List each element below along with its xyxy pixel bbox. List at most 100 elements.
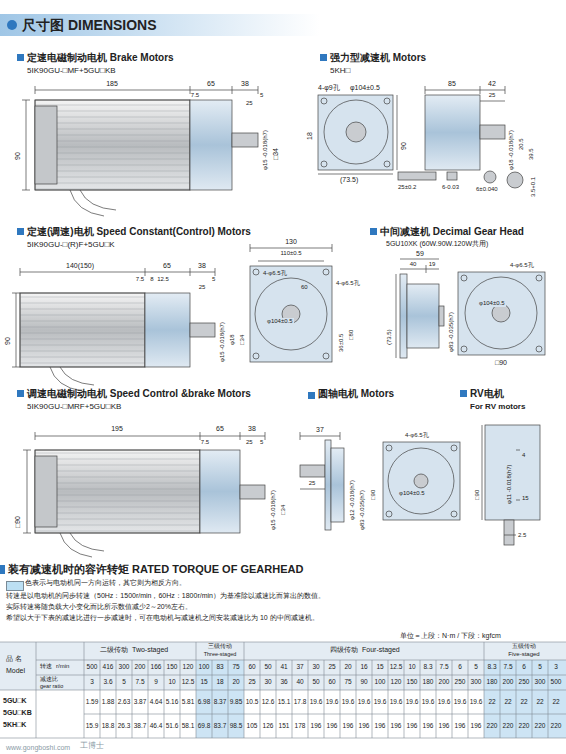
model-name: 5KH□K bbox=[3, 721, 26, 729]
legend-swatch bbox=[6, 581, 24, 591]
table-cell: 300 bbox=[471, 678, 482, 685]
dimension-label: φ15 -0.018(h7) bbox=[219, 322, 226, 362]
torque-value: 151 bbox=[279, 722, 290, 729]
table-cell: 150 bbox=[167, 663, 178, 670]
table-cell: 5 bbox=[474, 663, 478, 670]
table-cell: 41 bbox=[280, 663, 287, 670]
table-cell: 18 bbox=[216, 678, 223, 685]
torque-value: 220 bbox=[535, 722, 546, 729]
section-heading: 装有减速机时的容许转矩 RATED TORQUE OF GEARHEAD bbox=[8, 563, 303, 576]
dimension-label: □90 bbox=[495, 359, 507, 367]
table-cell: 20 bbox=[344, 663, 351, 670]
section-heading: 调速电磁制动电机 Speed Control &brake Motors bbox=[27, 388, 251, 400]
table-cell: 500 bbox=[551, 678, 562, 685]
torque-value: 22 bbox=[488, 698, 495, 705]
dimension-label: 15 bbox=[522, 495, 529, 502]
dimension-label: φ15 -0.018(h7) bbox=[262, 130, 269, 170]
table-cell: 15 bbox=[376, 663, 383, 670]
dimension-label: 7.5 bbox=[191, 92, 199, 99]
torque-value: 6.98 bbox=[198, 698, 211, 705]
dimension-label: 185 bbox=[106, 80, 118, 88]
torque-value: 5.16 bbox=[166, 698, 179, 705]
section-heading: For RV motors bbox=[470, 402, 525, 411]
torque-value: 196 bbox=[407, 722, 418, 729]
torque-value: 18.8 bbox=[102, 722, 115, 729]
torque-value: 196 bbox=[471, 722, 482, 729]
dimension-label: 4-φ9孔 bbox=[318, 84, 340, 92]
torque-value: 196 bbox=[327, 722, 338, 729]
torque-value: 3.87 bbox=[134, 698, 147, 705]
torque-value: 19.6 bbox=[374, 698, 387, 705]
dimension-label: 60 bbox=[300, 284, 309, 291]
section-heading: 定速电磁制动电机 Brake Motors bbox=[27, 52, 174, 64]
table-cell: 83 bbox=[216, 663, 223, 670]
torque-value: 26.3 bbox=[118, 722, 131, 729]
table-cell: 180 bbox=[423, 678, 434, 685]
dimension-label: 90 bbox=[4, 337, 12, 345]
table-cell: 3 bbox=[554, 663, 558, 670]
watermark: 工博士 bbox=[80, 741, 104, 750]
table-cell: 25 bbox=[328, 663, 335, 670]
table-cell: 30 bbox=[312, 663, 319, 670]
dimension-label: 40 bbox=[410, 261, 417, 268]
dimension-label: 65 bbox=[163, 262, 171, 270]
dimension-label: 140(150) bbox=[66, 262, 94, 270]
dimension-label: 25±0.2 bbox=[398, 184, 416, 191]
table-header: 品 名 bbox=[6, 655, 22, 663]
dimension-label: φ18 bbox=[229, 334, 236, 345]
torque-value: 196 bbox=[455, 722, 466, 729]
dimension-label: 4-φ6.5孔 bbox=[262, 270, 288, 277]
dimension-label: φ83 -0.035(h7) bbox=[448, 312, 455, 352]
torque-value: 19.6 bbox=[310, 698, 323, 705]
table-cell: 15 bbox=[200, 678, 207, 685]
table-cell: 8.3 bbox=[423, 663, 432, 670]
table-header: 四级传动 bbox=[330, 646, 358, 654]
torque-value: 2.63 bbox=[118, 698, 131, 705]
table-cell: 5 bbox=[122, 678, 126, 685]
torque-value: 220 bbox=[551, 722, 562, 729]
table-cell: 90 bbox=[360, 678, 367, 685]
dimension-label: □34 bbox=[239, 335, 246, 345]
table-header: 转速 bbox=[40, 663, 52, 670]
torque-value: 22 bbox=[520, 698, 527, 705]
table-cell: 60 bbox=[248, 663, 255, 670]
table-cell: 6 bbox=[458, 663, 462, 670]
dimension-label: 19 bbox=[429, 261, 436, 268]
table-cell: 37 bbox=[296, 663, 303, 670]
torque-value: 196 bbox=[375, 722, 386, 729]
dimension-label: 5GU10XK (60W.90W.120W共用) bbox=[386, 240, 488, 248]
dimension-label: φ83 -0.035(h7) bbox=[359, 490, 366, 530]
torque-value: 19.6 bbox=[326, 698, 339, 705]
dimension-label: 8 bbox=[150, 276, 153, 283]
torque-value: 126 bbox=[263, 722, 274, 729]
dimension-label: φ11 -0.018(h7) bbox=[506, 464, 513, 505]
torque-value: 19.6 bbox=[358, 698, 371, 705]
torque-value: 19.6 bbox=[470, 698, 483, 705]
note-text: 转速是以电动机的同步转速（50Hz：1500r/min，60Hz：1800r/m… bbox=[6, 592, 325, 600]
table-header: gear ratio bbox=[40, 683, 63, 689]
table-cell: 500 bbox=[87, 663, 98, 670]
dimension-label: 2.5 bbox=[518, 532, 526, 539]
section-heading: 圆轴电机 Motors bbox=[318, 388, 394, 400]
dimension-label: 6±0.040 bbox=[476, 186, 498, 193]
table-cell: 250 bbox=[455, 678, 466, 685]
note-text: 实际转速将随负载大小变化而比所示数值减少2～20%左右。 bbox=[6, 603, 192, 611]
dimension-label: □90 bbox=[14, 516, 22, 528]
torque-value: 22 bbox=[504, 698, 511, 705]
table-cell: 180 bbox=[487, 678, 498, 685]
torque-value: 15.9 bbox=[86, 722, 99, 729]
dimension-label: 7.5 bbox=[136, 276, 144, 283]
table-cell: 50 bbox=[312, 678, 319, 685]
dimension-label: 37 bbox=[316, 426, 324, 434]
table-cell: 12.5 bbox=[182, 678, 195, 685]
dimension-label: φ12 -0.018(h7) bbox=[349, 480, 356, 520]
dimension-label: 4-φ6.5孔 bbox=[336, 280, 360, 287]
model-name: 5GU□K bbox=[3, 697, 27, 705]
legend-text: 色表示与电动机同一方向运转，其它则为相反方向。 bbox=[25, 579, 186, 587]
dimension-label: 65 bbox=[207, 80, 215, 88]
table-cell: 40 bbox=[296, 678, 303, 685]
dimension-label: φ104±0.5 bbox=[350, 84, 380, 92]
dimension-label: 5 bbox=[212, 276, 215, 283]
dimension-label: (73.5) bbox=[340, 176, 358, 184]
